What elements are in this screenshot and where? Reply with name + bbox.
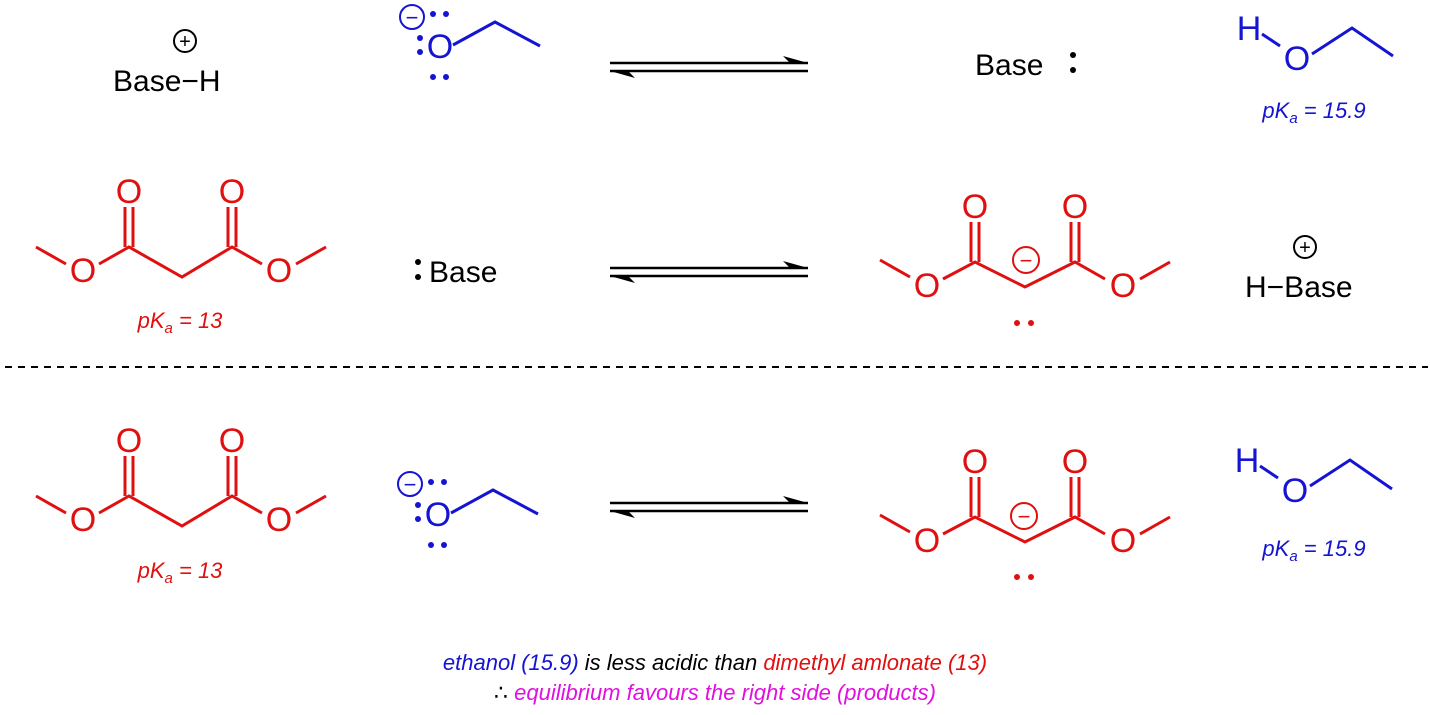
oxygen-atom: O [962,188,988,226]
row2-base: Base [415,256,497,289]
plus-charge: + [179,31,191,53]
oxygen-atom: O [914,522,940,560]
oxygen-atom: O [425,496,451,534]
row2-dimethyl-malonate: O O O O pKa = 13 [35,173,327,337]
base-h-label: Base−H [113,65,221,98]
row2-equilibrium-arrow [610,261,808,283]
oxygen-atom: O [116,422,142,460]
row2-protonated-base: + H−Base [1245,235,1353,304]
row1-ethanol: H O pKa = 15.9 [1237,10,1394,127]
row1-ethoxide: − O [399,4,541,80]
malonate-pka-label: pKa = 13 [137,308,224,337]
ethanol-pka-label: pKa = 15.9 [1261,98,1365,127]
therefore-symbol: ∴ [494,680,515,705]
oxygen-atom: O [116,173,142,211]
row3-ethoxide: − O [397,471,539,548]
lone-pair-dots [417,11,449,80]
ethanol-pka-note: ethanol (15.9) [442,650,579,675]
conclusion-line-2: ∴ equilibrium favours the right side (pr… [0,680,1430,706]
hydrogen-atom: H [1235,442,1260,480]
row1: + Base−H − O Base H [113,4,1394,127]
h-base-label: H−Base [1245,271,1353,304]
oxygen-atom: O [427,28,453,66]
lone-pair-dots [415,259,421,265]
malonate-pka-label: pKa = 13 [137,558,224,587]
row1-protonated-base: + Base−H [113,29,221,98]
minus-charge: − [1018,504,1031,529]
oxygen-atom: O [70,501,96,539]
oxygen-atom: O [70,252,96,290]
row3-malonate-enolate: O O O O − [879,443,1171,580]
oxygen-atom: O [1110,522,1136,560]
equilibrium-conclusion: equilibrium favours the right side (prod… [514,680,936,705]
ethanol-pka-label: pKa = 15.9 [1261,536,1365,565]
oxygen-atom: O [219,422,245,460]
oxygen-atom: O [1062,188,1088,226]
lone-pair-dots [1014,320,1020,326]
oxygen-atom: O [1282,472,1308,510]
base-label: Base [975,49,1043,82]
hydrogen-atom: H [1237,10,1262,48]
comparison-text: is less acidic than [578,650,764,675]
row1-equilibrium-arrow [610,56,808,78]
row3-ethanol: H O pKa = 15.9 [1235,442,1393,565]
plus-charge: + [1299,237,1311,259]
oxygen-atom: O [266,501,292,539]
oxygen-atom: O [1284,40,1310,78]
minus-charge: − [404,472,417,497]
conclusion-line-1: ethanol (15.9) is less acidic than dimet… [0,650,1430,676]
oxygen-atom: O [266,252,292,290]
oxygen-atom: O [962,443,988,481]
row2-malonate-enolate: O O O O − [879,188,1171,326]
lone-pair-dots [1014,574,1020,580]
malonate-pka-note: dimethyl amlonate (13) [763,650,988,675]
row3-dimethyl-malonate: O O O O pKa = 13 [35,422,327,587]
lone-pair-dots [1070,52,1076,58]
oxygen-atom: O [1110,267,1136,305]
minus-charge: − [406,5,419,30]
oxygen-atom: O [219,173,245,211]
row2: O O O O pKa = 13 Base O [35,173,1353,337]
lone-pair-dots [415,479,447,548]
oxygen-atom: O [1062,443,1088,481]
row3-equilibrium-arrow [610,496,808,518]
row3: O O O O pKa = 13 − O [35,422,1393,587]
minus-charge: − [1020,248,1033,273]
row1-base: Base [975,49,1076,82]
oxygen-atom: O [914,267,940,305]
base-label: Base [429,256,497,289]
